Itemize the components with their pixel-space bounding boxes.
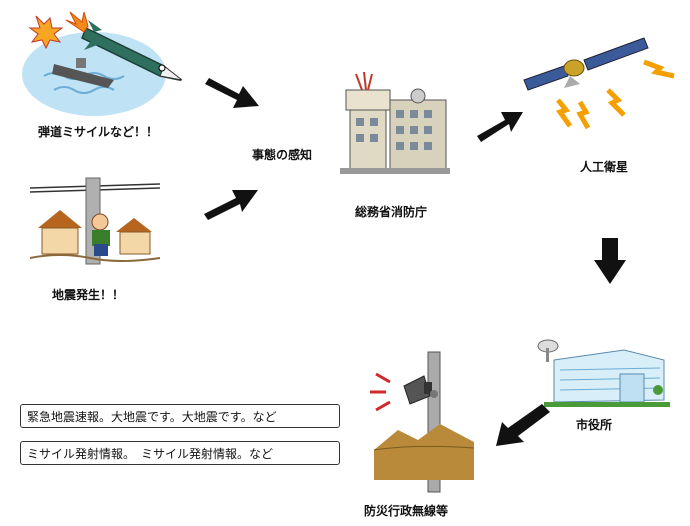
arrow-fdma-to-satellite bbox=[477, 112, 523, 142]
node-label-detection: 事態の感知 bbox=[252, 148, 313, 162]
node-label-city-hall: 市役所 bbox=[576, 418, 613, 432]
message-box-earthquake: 緊急地震速報。大地震です。大地震です。など bbox=[20, 404, 340, 428]
arrow-missile-to-detection bbox=[205, 78, 259, 108]
node-label-earthquake: 地震発生！！ bbox=[52, 288, 125, 302]
node-label-radio: 防災行政無線等 bbox=[364, 504, 449, 518]
arrow-city-hall-to-radio bbox=[496, 404, 550, 446]
message-box-missile: ミサイル発射情報。 ミサイル発射情報。など bbox=[20, 441, 340, 465]
fdma-building-illustration bbox=[340, 71, 450, 174]
arrow-satellite-to-city-hall bbox=[594, 238, 626, 284]
node-label-satellite: 人工衛星 bbox=[580, 160, 629, 174]
node-label-fdma: 総務省消防庁 bbox=[355, 205, 428, 219]
satellite-illustration bbox=[523, 37, 675, 130]
city-hall-illustration bbox=[537, 339, 670, 407]
node-label-missile: 弾道ミサイルなど！！ bbox=[38, 125, 159, 139]
earthquake-illustration bbox=[29, 177, 161, 265]
missile-illustration bbox=[22, 11, 183, 116]
arrow-earthquake-to-detection bbox=[204, 190, 258, 220]
disaster-radio-illustration bbox=[370, 351, 475, 493]
